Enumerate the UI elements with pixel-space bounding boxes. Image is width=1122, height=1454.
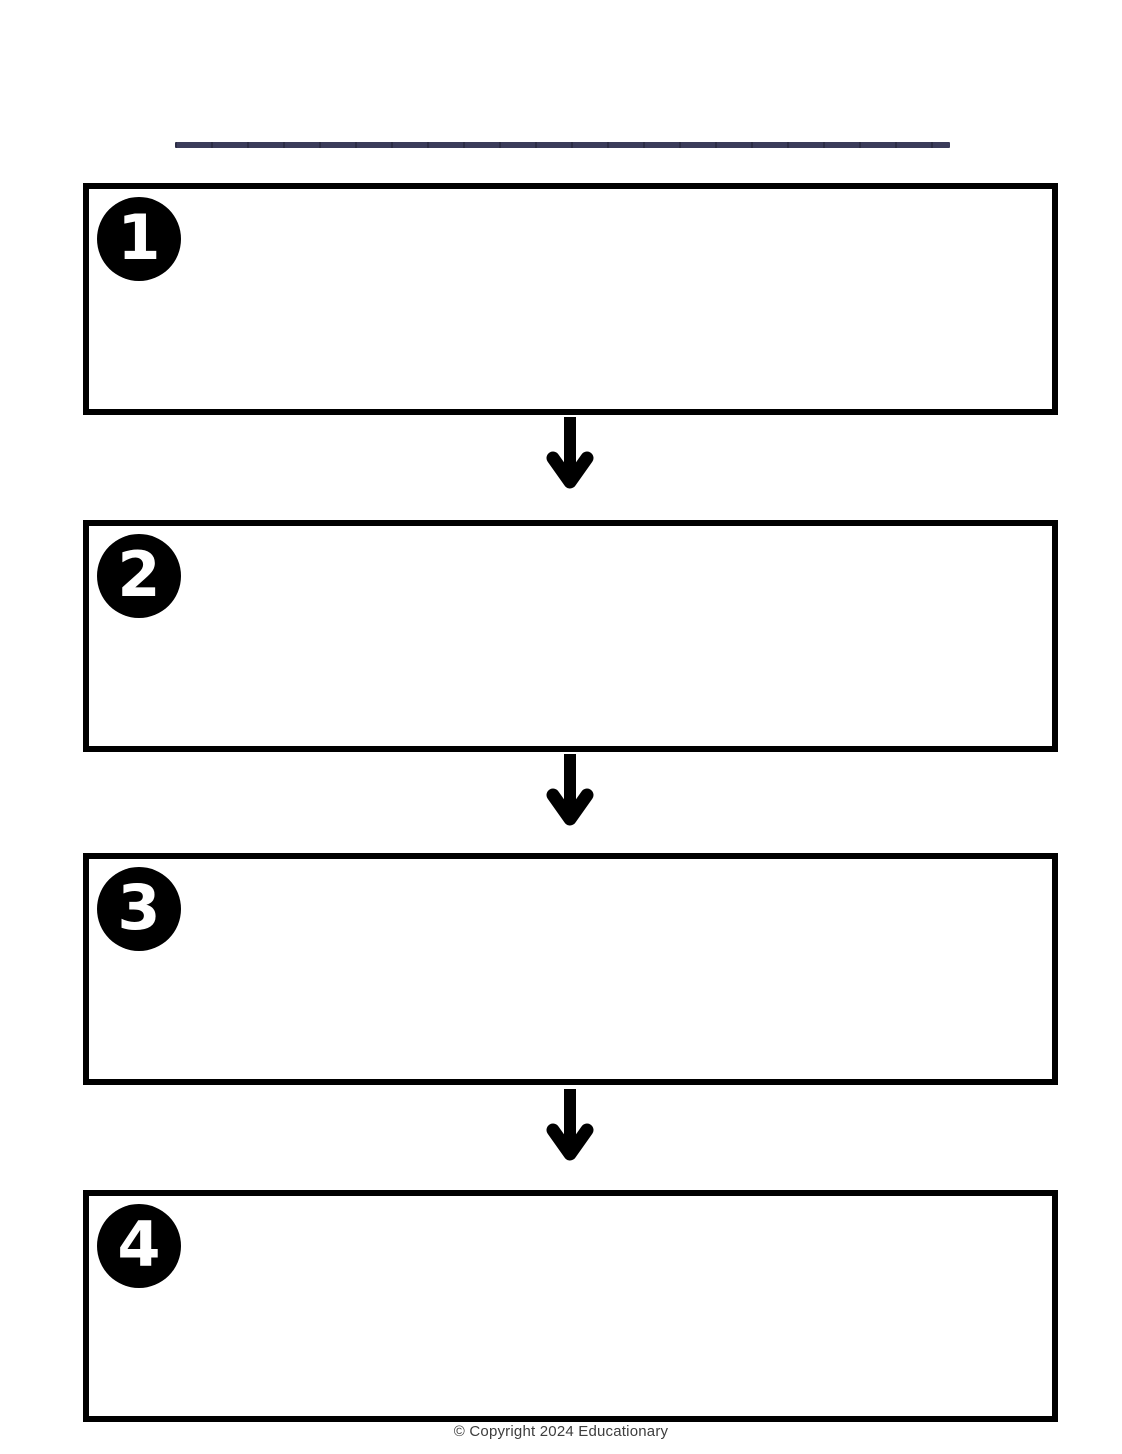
step-4-writing-area[interactable]: [193, 1206, 1042, 1406]
step-2-badge: 2: [97, 534, 181, 618]
step-4-number: 4: [117, 1208, 161, 1281]
arrow-down-icon: [546, 1089, 594, 1161]
step-1-number: 1: [117, 201, 161, 274]
step-1-writing-area[interactable]: [193, 199, 1042, 399]
step-3-badge: 3: [97, 867, 181, 951]
arrow-down-icon: [546, 754, 594, 826]
step-2-number: 2: [117, 538, 161, 611]
step-4-badge: 4: [97, 1204, 181, 1288]
copyright-text: © Copyright 2024 Educationary: [453, 1423, 669, 1440]
step-1-badge: 1: [97, 197, 181, 281]
step-box-3: 3: [83, 853, 1058, 1085]
step-2-writing-area[interactable]: [193, 536, 1042, 736]
step-box-2: 2: [83, 520, 1058, 752]
step-box-1: 1: [83, 183, 1058, 415]
title-blank-line[interactable]: [175, 142, 950, 148]
step-3-number: 3: [117, 871, 161, 944]
step-box-4: 4: [83, 1190, 1058, 1422]
arrow-down-icon: [546, 417, 594, 489]
step-3-writing-area[interactable]: [193, 869, 1042, 1069]
